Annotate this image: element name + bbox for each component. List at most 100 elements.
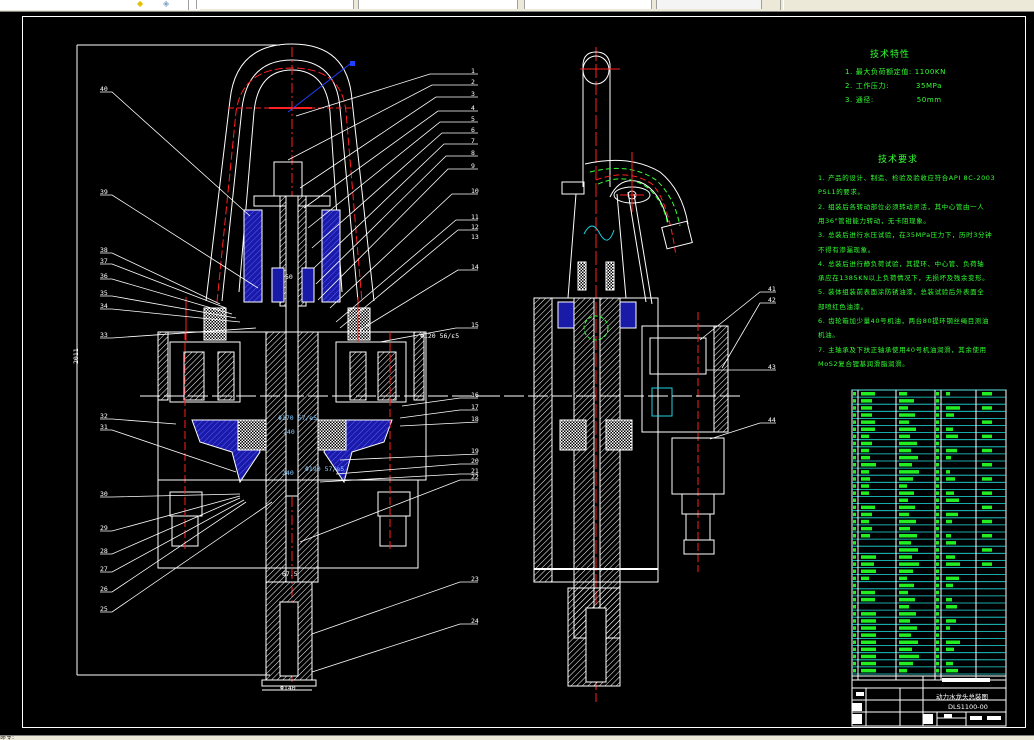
table-cell	[936, 569, 939, 573]
table-cell	[899, 548, 918, 552]
callout-number: 40	[100, 85, 108, 93]
callout-number: 6	[471, 126, 475, 134]
table-cell	[853, 399, 856, 403]
table-cell	[946, 427, 953, 431]
title-block	[851, 675, 1007, 727]
table-cell	[899, 654, 919, 659]
spec-item: 3. 通径: 50mm	[845, 95, 942, 105]
table-cell	[946, 541, 956, 545]
callout-number: 15	[471, 321, 479, 329]
table-cell	[899, 526, 910, 531]
table-cell	[946, 534, 951, 538]
table-cell	[936, 668, 939, 673]
spec-value: 50mm	[916, 96, 942, 104]
table-cell	[853, 434, 856, 439]
table-cell	[853, 605, 856, 609]
requirement-line: 用36"管钳能力转动，无卡阻现象。	[818, 216, 931, 225]
color-dropdown[interactable]	[358, 0, 518, 9]
table-cell	[861, 392, 875, 396]
table-cell	[899, 463, 912, 467]
lineweight-dropdown[interactable]	[656, 0, 762, 9]
spec-value: 35MPa	[915, 82, 943, 90]
table-cell	[861, 555, 876, 559]
table-cell	[936, 612, 939, 616]
table-cell	[853, 626, 856, 630]
table-cell	[982, 463, 992, 467]
callout-number: 13	[471, 233, 479, 241]
table-cell	[861, 441, 872, 446]
table-cell	[853, 491, 856, 495]
table-cell	[936, 427, 939, 431]
callout-number: 10	[471, 187, 479, 195]
drawing-canvas[interactable]: 2011 Φ140 Φ120 56/ε5 Φ170 57/e5 240 50 Φ…	[0, 12, 1034, 735]
table-cell	[899, 569, 913, 573]
table-cell	[861, 562, 874, 566]
table-cell	[936, 626, 939, 630]
callout-number: 39	[100, 188, 108, 196]
table-cell	[861, 654, 876, 659]
requirement-line: 5. 装体组装前表面涂防锈油漆，总装试验后外表面全	[818, 288, 985, 297]
table-cell	[861, 505, 875, 510]
linetype-dropdown[interactable]	[524, 0, 652, 9]
spec-item: 2. 工作压力: 35MPa	[845, 81, 942, 91]
table-cell	[982, 392, 992, 396]
table-cell	[861, 576, 869, 581]
table-cell	[861, 448, 869, 453]
table-cell	[936, 654, 939, 659]
table-cell	[946, 619, 956, 623]
table-cell	[936, 420, 939, 424]
layer-dropdown[interactable]	[196, 0, 354, 9]
table-cell	[899, 605, 909, 609]
callout-number: 30	[100, 490, 108, 498]
table-cell	[899, 534, 917, 538]
table-cell	[899, 413, 915, 417]
table-cell	[899, 455, 918, 460]
table-cell	[861, 413, 872, 417]
table-cell	[853, 619, 856, 623]
callout-number: 23	[471, 575, 479, 583]
spec-label: 通径:	[855, 96, 874, 104]
table-cell	[982, 406, 992, 410]
table-cell	[899, 597, 915, 602]
spec-num: 2.	[845, 82, 853, 90]
requirement-line: PSL1的要求。	[818, 188, 865, 197]
table-cell	[861, 484, 869, 488]
table-cell	[899, 661, 913, 666]
layer-state-icon[interactable]: ◆	[137, 0, 144, 8]
table-cell	[899, 612, 916, 616]
table-cell	[853, 555, 856, 559]
table-cell	[861, 455, 870, 460]
toolbar-left-area	[0, 0, 200, 10]
table-cell	[936, 534, 939, 538]
table-cell	[946, 434, 958, 439]
table-cell	[946, 512, 958, 517]
requirement-line: 机油。	[818, 331, 840, 340]
callout-number: 44	[768, 416, 776, 424]
table-cell	[936, 406, 939, 410]
table-cell	[936, 392, 939, 396]
table-cell	[899, 420, 909, 424]
callout-number: 18	[471, 415, 479, 423]
table-cell	[899, 541, 911, 545]
table-cell	[936, 633, 939, 637]
layer-properties-icon[interactable]: ◈	[163, 0, 170, 8]
spec-value: 1100KN	[914, 68, 946, 76]
bottom-diameter-text: Φ140	[280, 684, 296, 692]
table-cell	[936, 399, 939, 403]
table-cell	[899, 640, 918, 644]
requirements-title: 技术要求	[878, 155, 919, 165]
table-cell	[936, 463, 939, 467]
table-cell	[899, 484, 907, 488]
callout-number: 12	[471, 223, 479, 231]
table-cell	[936, 605, 939, 609]
table-cell	[853, 562, 856, 566]
spec-num: 1.	[845, 68, 853, 76]
table-cell	[861, 434, 869, 439]
leader-lines-side	[699, 291, 776, 440]
callout-number: 36	[100, 272, 108, 280]
callout-number: 22	[471, 473, 479, 481]
lower-bearing-dimension-text: Φ190 57/e5	[305, 465, 345, 473]
table-cell	[853, 512, 856, 517]
callout-number: 11	[471, 213, 479, 221]
table-cell	[853, 448, 856, 453]
